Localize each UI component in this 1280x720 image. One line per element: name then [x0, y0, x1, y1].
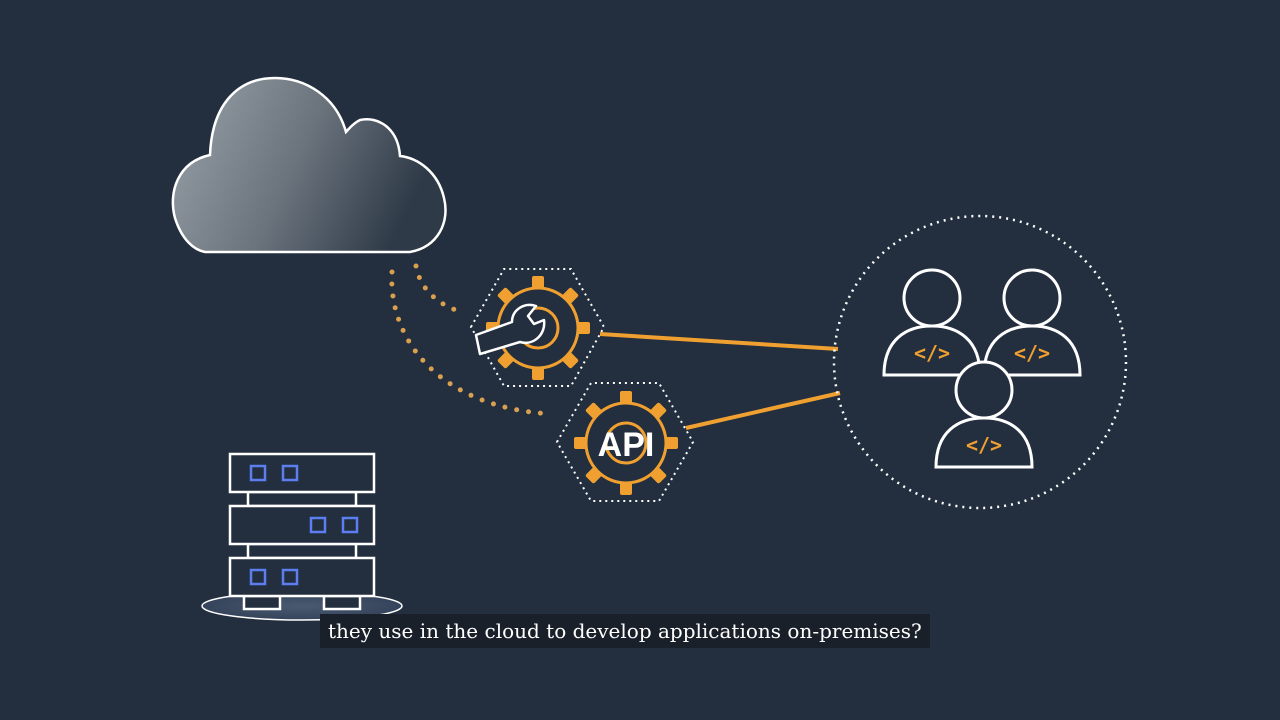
server-unit [228, 504, 376, 546]
developer-icon: </> [982, 268, 1082, 377]
server-unit [228, 556, 376, 598]
cloud-icon [171, 76, 447, 254]
developer-icon: </> [882, 268, 982, 377]
wrench-icon [474, 303, 546, 356]
server-rack-icon [201, 452, 403, 621]
developer-group: </> </> </> [832, 214, 1128, 510]
code-symbol: </> [914, 341, 950, 365]
api-gear-icon: API [555, 382, 695, 502]
gear-wrench-icon [469, 268, 606, 387]
dotted-arc-outer [389, 269, 555, 417]
code-symbol: </> [966, 433, 1002, 457]
developer-group-boundary [832, 214, 1128, 510]
dotted-arc-inner [413, 263, 465, 315]
developer-connection-lines [599, 332, 841, 430]
code-symbol: </> [1014, 341, 1050, 365]
api-label: API [598, 426, 655, 464]
developer-icon: </> [934, 360, 1034, 469]
subtitle-caption: they use in the cloud to develop applica… [320, 614, 930, 648]
cloud-connection-arcs [389, 263, 555, 417]
server-unit [228, 452, 376, 494]
